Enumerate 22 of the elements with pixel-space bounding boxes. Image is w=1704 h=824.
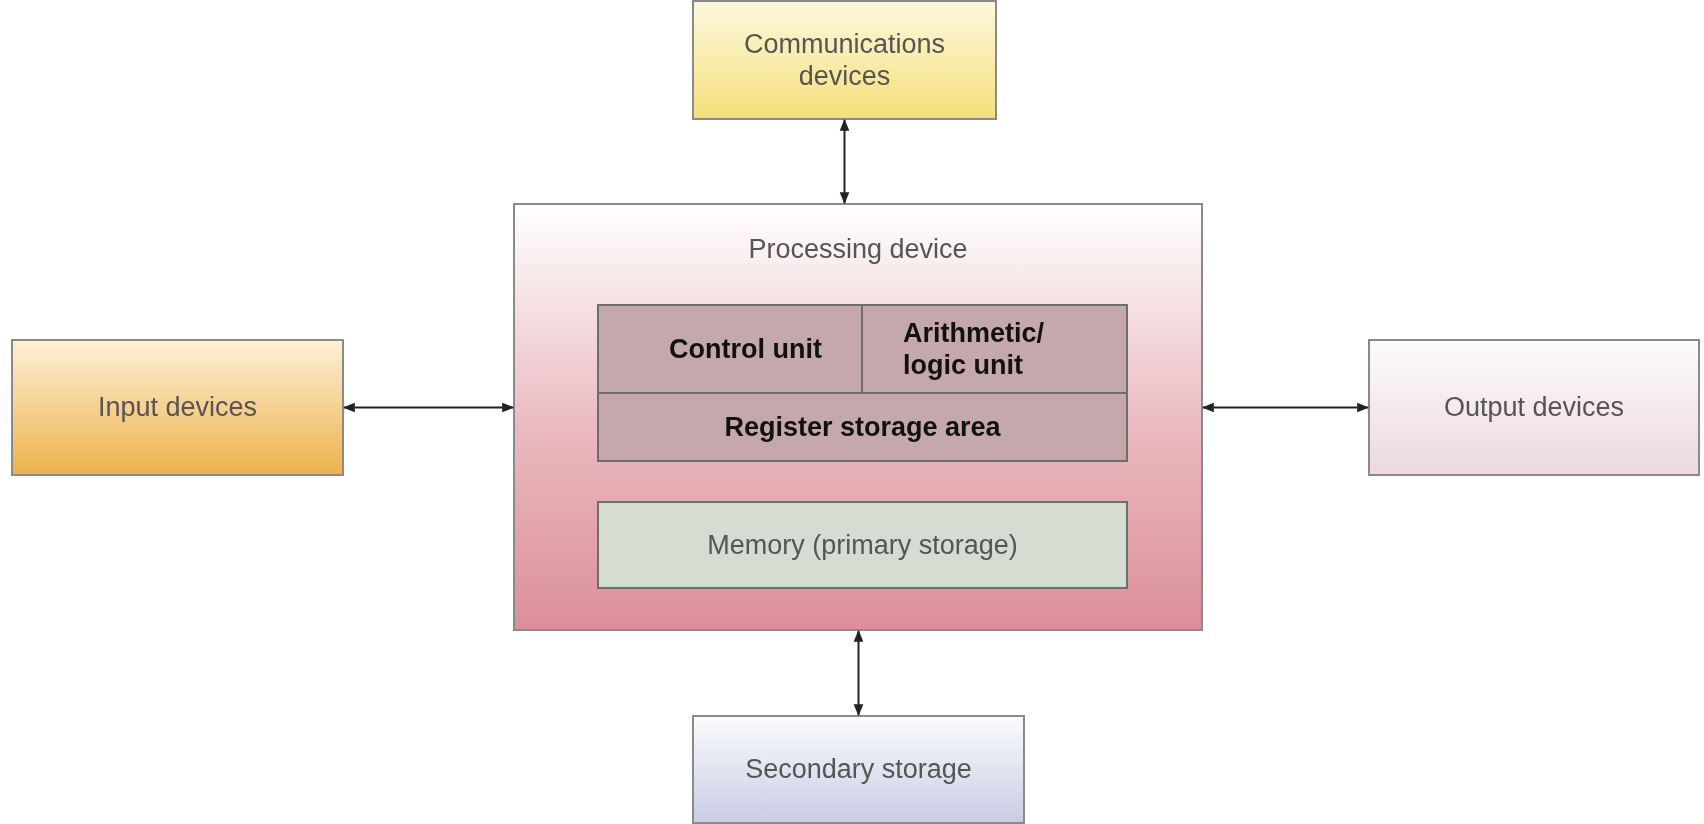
box-label: Arithmetic/ logic unit xyxy=(903,316,1046,382)
storage-box xyxy=(692,715,1025,824)
control-unit-cell xyxy=(597,304,863,394)
box-label: Control unit xyxy=(669,332,822,366)
double-arrow xyxy=(1201,402,1370,413)
device-box xyxy=(11,339,344,476)
box-label: Register storage area xyxy=(724,410,1001,444)
box-label: Input devices xyxy=(97,391,258,424)
double-arrow xyxy=(342,402,515,413)
alu-cell xyxy=(861,304,1128,394)
processing-box xyxy=(513,203,1203,631)
box-label: Memory (primary storage) xyxy=(707,528,1018,562)
device-box xyxy=(1368,339,1700,476)
double-arrow xyxy=(853,629,864,717)
box-label: Output devices xyxy=(1443,391,1625,424)
register-cell xyxy=(597,392,1128,462)
memory-box xyxy=(597,501,1128,589)
box-label: Secondary storage xyxy=(745,753,972,786)
double-arrow xyxy=(839,118,850,205)
box-label: Communications devices xyxy=(742,27,947,93)
device-box xyxy=(692,0,997,120)
box-heading: Processing device xyxy=(748,233,968,266)
